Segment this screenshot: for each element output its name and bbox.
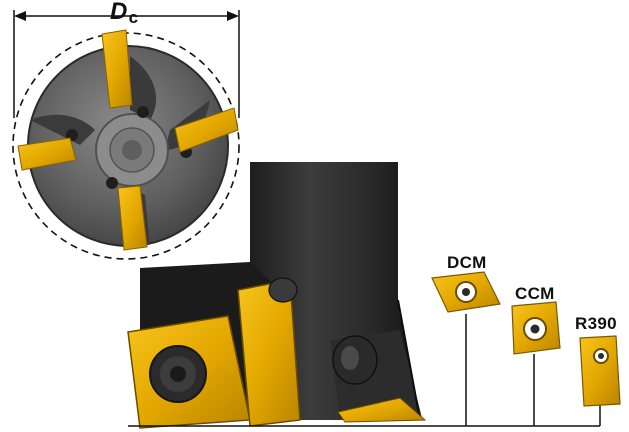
diameter-symbol: D — [110, 0, 128, 25]
face-insert-right — [174, 107, 239, 153]
ccm-insert-icon — [511, 301, 561, 355]
r390-label: R390 — [575, 314, 617, 333]
r390-insert-icon — [579, 335, 621, 407]
leader-lines — [465, 314, 601, 426]
side-insert-front — [127, 315, 251, 429]
side-insert-middle — [237, 277, 301, 427]
dcm-insert-icon — [431, 271, 501, 313]
dcm-label: DCM — [447, 253, 487, 272]
side-insert-edge — [337, 397, 427, 423]
ccm-label: CCM — [515, 284, 555, 303]
diameter-subscript: c — [128, 8, 139, 27]
diameter-label: Dc — [110, 0, 139, 27]
face-insert-bottom — [117, 185, 148, 251]
face-insert-top — [101, 29, 133, 109]
diameter-dimension — [13, 10, 240, 118]
face-insert-left — [17, 137, 77, 171]
